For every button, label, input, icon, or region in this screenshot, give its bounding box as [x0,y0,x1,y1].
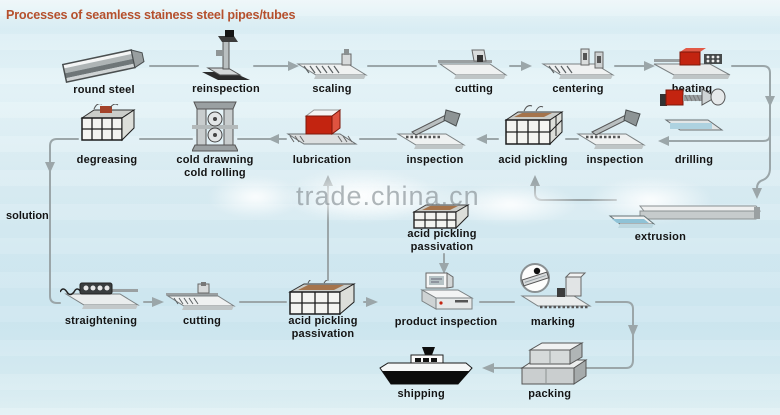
inspection-ramp-icon [576,109,646,149]
node-centering: centering [541,44,615,95]
line-extrusion-up-acid [534,185,617,201]
node-degreasing: degreasing [76,104,138,166]
round-steel-label: round steel [73,84,135,96]
lathe-icon [660,88,726,131]
straightener-icon [60,282,140,309]
extrusion-label: extrusion [634,231,687,243]
press-machine-icon [202,30,250,80]
node-inspection-before-lubrication: inspection [396,104,474,166]
pickling-tank-icon [504,105,564,146]
arrow-down-packing [628,325,638,337]
line-heating-down-right [731,65,771,189]
reinspection-label: reinspection [192,83,260,95]
degreasing-tank-icon [80,104,136,142]
arrow-left-inspection1 [476,134,487,144]
scaling-bed-icon [296,49,368,79]
diagram-title: Processes of seamless stainess steel pip… [6,7,296,22]
cutting-top-label: cutting [454,83,494,95]
node-product-inspection: product inspection [395,268,497,328]
arrow-up-acid-pickling [530,175,540,186]
line-degreasing-solution-straightening [49,138,79,304]
line-into-drilling [668,134,771,142]
acid-pickling-label: acid pickling [498,154,568,166]
cargo-ship-icon [379,347,473,385]
node-straightening: straightening [60,276,142,327]
solution-label: solution [6,210,49,222]
centering-machine-icon [541,48,615,79]
cold-drawing-rolling-label: cold drawning cold rolling [176,154,254,179]
arrow-right-centering [521,61,532,71]
arrow-right-scaling [288,61,299,71]
packing-label: packing [528,388,572,400]
node-packing: packing [512,340,594,400]
product-inspection-label: product inspection [394,316,498,328]
node-cutting-top: cutting [438,48,510,95]
steel-bar-icon [61,49,145,84]
arrow-left-coldroll [268,134,279,144]
node-lubrication: lubrication [286,106,358,166]
inspection-before-lubrication-label: inspection [406,154,464,166]
centering-label: centering [552,83,604,95]
node-round-steel: round steel [58,46,150,96]
inspection-after-drilling-label: inspection [586,154,644,166]
node-acid-pickling-passivation-bottom: acid pickling passivation [284,280,362,340]
arrow-down-extrusion [752,188,762,199]
lubrication-label: lubrication [292,154,352,166]
arrow-right-heating [644,61,655,71]
computer-tester-icon [420,272,474,310]
scaling-label: scaling [312,83,352,95]
arrow-right-prodinsp [366,297,378,307]
arrow-down-right-vertical [765,96,775,107]
node-extrusion: extrusion [608,200,762,243]
node-reinspection: reinspection [192,30,260,95]
node-cold-drawing-rolling: cold drawning cold rolling [176,100,253,179]
node-marking: marking [512,262,594,328]
cutting-machine-icon [166,282,236,310]
drilling-label: drilling [674,154,714,166]
straightening-label: straightening [64,315,138,327]
node-drilling: drilling [658,76,730,166]
node-shipping: shipping [378,346,474,400]
acid-pickling-passivation-mid-label: acid pickling passivation [407,228,477,253]
arrow-right-cutting3 [152,297,164,307]
inspection-ramp-icon [396,109,466,149]
lubrication-box-icon [286,109,358,145]
node-scaling: scaling [296,46,368,95]
node-cutting-bottom: cutting [166,282,238,327]
marking-machine-icon [520,263,592,309]
arrow-down-prodinsp [439,263,449,274]
extrusion-press-icon [608,205,762,228]
shipping-label: shipping [397,388,445,400]
node-heating: heating [652,44,732,95]
arrow-left-shipping [482,363,494,373]
node-acid-pickling: acid pickling [498,104,568,166]
node-inspection-after-drilling: inspection [576,104,654,166]
pickling-tank-icon [288,280,356,316]
acid-pickling-passivation-bottom-label: acid pickling passivation [288,315,358,340]
stacked-boxes-icon [520,342,588,385]
arrow-left-drilling [658,136,669,146]
arrow-down-solution [45,162,55,173]
cutting-machine-icon [438,49,508,79]
marking-label: marking [530,316,576,328]
watermark-text: trade.china.cn [296,181,480,211]
degreasing-label: degreasing [76,154,138,166]
cutting-bottom-label: cutting [182,315,222,327]
furnace-icon [653,48,731,79]
rolling-mill-icon [192,101,238,152]
